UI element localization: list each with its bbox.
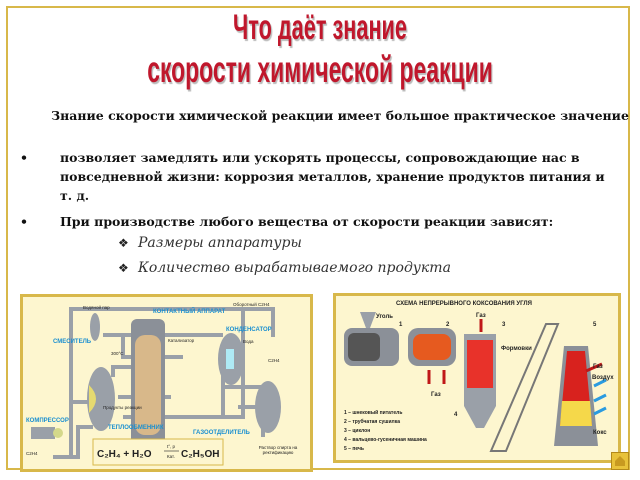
legend-item: 3 – циклон	[344, 428, 370, 434]
label-gas-top: Газ	[476, 313, 486, 319]
conveyor	[489, 323, 560, 452]
coking-process-svg: СХЕМА НЕПРЕРЫВНОГО КОКСОВАНИЯ УГЛЯ Уголь…	[344, 301, 614, 452]
screw-feeder	[344, 312, 399, 366]
label-air: Воздух	[592, 375, 614, 381]
label-gas-bottom: Газ	[431, 392, 441, 398]
legend-item: 2 – трубчатая сушилка	[344, 418, 400, 425]
bullet-text: позволяет замедлять или ускорять процесс…	[60, 150, 605, 203]
label-n5: 5	[593, 322, 597, 328]
slide-frame	[6, 6, 630, 470]
coking-diagram-title: СХЕМА НЕПРЕРЫВНОГО КОКСОВАНИЯ УГЛЯ	[396, 301, 532, 307]
bullet-marker: •	[20, 150, 28, 165]
label-solution: Раствор спирта на ректификацию	[258, 445, 298, 455]
legend-item: 1 – шнековый питатель	[344, 409, 402, 416]
equation-conditions-bottom: Кат.	[167, 454, 175, 459]
label-n3: 3	[502, 322, 506, 328]
cyclone	[464, 334, 496, 428]
label-compressor: КОМПРЕССОР	[26, 418, 69, 424]
legend-item: 4 – вальцево-гусеничная машина	[344, 437, 427, 443]
diamond-bullet-icon: ❖	[118, 261, 129, 275]
equation-left: C₂H₄ + H₂O	[97, 449, 152, 460]
mixer	[90, 313, 100, 341]
label-catalyst: Катализатор	[168, 338, 195, 343]
compressor	[31, 427, 55, 439]
label-contact: КОНТАКТНЫЙ АППАРАТ	[153, 307, 226, 315]
sub-item-text: Количество вырабатываемого продукта	[138, 260, 451, 276]
sub-item: ❖ Количество вырабатываемого продукта	[118, 259, 451, 277]
home-button[interactable]	[611, 452, 629, 470]
equation-conditions-top: t°, p	[167, 444, 176, 449]
ethanol-process-diagram: КОНТАКТНЫЙ АППАРАТ СМЕСИТЕЛЬ КОНДЕНСАТОР…	[20, 294, 313, 472]
intro-text: Знание скорости химической реакции имеет…	[51, 108, 629, 123]
furnace	[554, 346, 598, 446]
label-gas-right: Газ	[593, 364, 603, 370]
contact-apparatus	[131, 319, 165, 449]
tube-dryer	[408, 328, 456, 366]
label-condenser: КОНДЕНСАТОР	[226, 327, 272, 333]
label-n4: 4	[454, 412, 458, 418]
bullet-text: При производстве любого вещества от скор…	[60, 214, 554, 229]
label-coal: Уголь	[376, 314, 393, 320]
label-mixer: СМЕСИТЕЛЬ	[53, 339, 92, 345]
gas-separator	[255, 381, 281, 433]
home-icon	[615, 456, 625, 466]
label-water: Вода	[243, 339, 254, 344]
label-heat-exchanger: ТЕПЛООБМЕННИК	[108, 425, 164, 431]
label-n1: 1	[399, 322, 403, 328]
coking-legend: 1 – шнековый питатель 2 – трубчатая суши…	[344, 409, 427, 452]
label-products: Продукты реакции	[103, 405, 142, 410]
heat-exchanger	[87, 367, 115, 431]
sub-item: ❖ Размеры аппаратуры	[118, 234, 302, 252]
label-n2: 2	[446, 322, 450, 328]
diamond-bullet-icon: ❖	[118, 236, 129, 250]
coking-process-diagram: СХЕМА НЕПРЕРЫВНОГО КОКСОВАНИЯ УГЛЯ Уголь…	[333, 293, 621, 463]
label-c2h4: C2H4	[268, 358, 280, 363]
equation-box: C₂H₄ + H₂O t°, p Кат. C₂H₅OH	[92, 438, 224, 466]
label-temp: 300°C	[111, 351, 124, 356]
label-steam: Водяной пар	[83, 304, 110, 310]
label-gas-separator: ГАЗООТДЕЛИТЕЛЬ	[193, 430, 251, 436]
sub-item-text: Размеры аппаратуры	[138, 235, 302, 251]
label-moulds: Формовки	[501, 346, 532, 352]
bullet-marker: •	[20, 214, 28, 229]
label-recycle: Оборотный C2H4	[233, 301, 270, 307]
slide-title-line2: скорости химической реакции	[147, 49, 493, 90]
label-c2h4-in: C2H4	[26, 451, 38, 456]
label-coke: Кокс	[593, 430, 607, 436]
slide-title-line1: Что даёт знание	[233, 8, 407, 47]
equation-right: C₂H₅OH	[181, 449, 219, 460]
legend-item: 5 – печь	[344, 446, 364, 452]
ethanol-process-svg: КОНТАКТНЫЙ АППАРАТ СМЕСИТЕЛЬ КОНДЕНСАТОР…	[26, 301, 298, 466]
